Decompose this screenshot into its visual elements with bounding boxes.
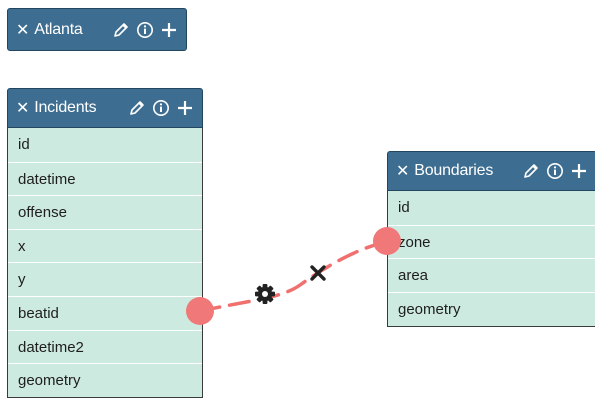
- plus-icon[interactable]: [160, 21, 178, 39]
- info-icon[interactable]: [546, 162, 564, 180]
- field-row[interactable]: datetime2: [8, 329, 202, 364]
- field-row[interactable]: id: [18, 136, 30, 153]
- table-incidents-header[interactable]: ✕ Incidents: [7, 88, 203, 128]
- group-title: Atlanta: [34, 20, 83, 38]
- table-boundaries[interactable]: ✕ Boundaries id zone area geometry: [387, 151, 595, 327]
- field-row[interactable]: area: [388, 258, 595, 292]
- plus-icon[interactable]: [176, 99, 194, 117]
- plus-icon[interactable]: [570, 162, 588, 180]
- gear-icon[interactable]: [255, 284, 275, 304]
- field-row[interactable]: y: [8, 262, 202, 296]
- field-row[interactable]: datetime: [8, 161, 202, 196]
- table-title: Boundaries: [414, 162, 494, 179]
- delete-link-icon[interactable]: [310, 265, 326, 281]
- relationship-link-line[interactable]: [198, 240, 389, 313]
- table-incidents[interactable]: ✕ Incidents id datetime offense x y beat…: [7, 88, 203, 398]
- field-row[interactable]: beatid: [8, 295, 202, 330]
- field-row[interactable]: zone: [388, 224, 595, 259]
- group-atlanta-header: ✕ Atlanta: [7, 8, 187, 51]
- close-icon[interactable]: ✕: [16, 21, 30, 39]
- field-row[interactable]: geometry: [388, 291, 595, 326]
- close-icon[interactable]: ✕: [396, 163, 410, 180]
- field-row[interactable]: offense: [8, 195, 202, 229]
- pencil-icon[interactable]: [112, 21, 130, 39]
- field-row[interactable]: geometry: [8, 363, 202, 397]
- table-boundaries-fields: id zone area geometry: [387, 191, 595, 327]
- pencil-icon[interactable]: [128, 99, 146, 117]
- relationship-endpoint[interactable]: [186, 297, 214, 325]
- field-row[interactable]: x: [8, 228, 202, 263]
- table-incidents-fields: id datetime offense x y beatid datetime2…: [7, 128, 203, 398]
- info-icon[interactable]: [136, 21, 154, 39]
- info-icon[interactable]: [152, 99, 170, 117]
- relationship-endpoint[interactable]: [373, 227, 401, 255]
- table-title: Incidents: [34, 99, 97, 116]
- table-boundaries-header[interactable]: ✕ Boundaries: [387, 151, 595, 191]
- field-row[interactable]: id: [398, 199, 410, 216]
- pencil-icon[interactable]: [522, 162, 540, 180]
- close-icon[interactable]: ✕: [16, 100, 30, 117]
